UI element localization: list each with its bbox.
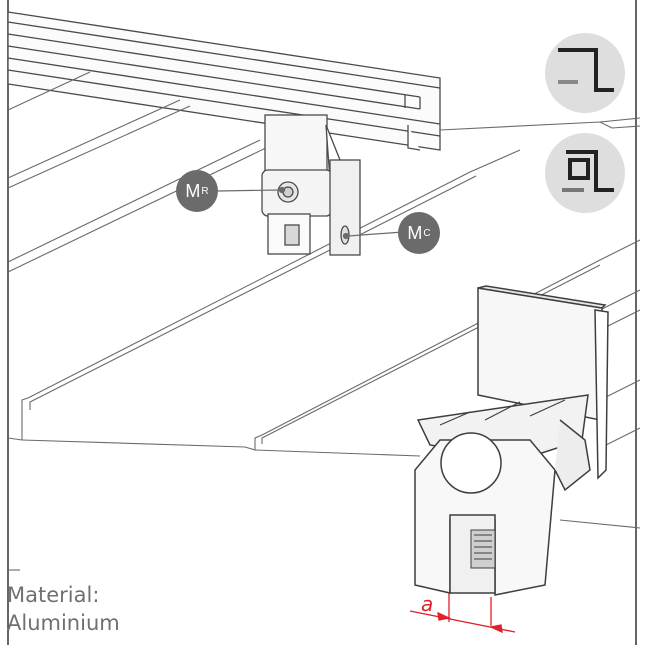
mounting-rail <box>7 11 441 151</box>
small-clamp <box>261 114 361 256</box>
material-label: Material: <box>7 583 100 607</box>
callout-mc-sub: C <box>423 227 431 239</box>
callout-mr-sub: R <box>201 185 209 197</box>
dimension-a <box>409 593 516 634</box>
roof-sheets <box>7 71 641 571</box>
seam-profile-round-icon <box>545 133 625 213</box>
dimension-a-label: a <box>421 592 434 616</box>
material-note: Material: Aluminium <box>7 581 120 637</box>
large-clamp <box>414 285 609 596</box>
seam-profile-angle-icon <box>545 33 625 113</box>
material-value: Aluminium <box>7 611 120 635</box>
callout-leaders <box>216 186 404 240</box>
frame <box>7 0 637 645</box>
callout-mc-main: M <box>407 222 423 243</box>
callout-mr-main: M <box>185 180 201 201</box>
